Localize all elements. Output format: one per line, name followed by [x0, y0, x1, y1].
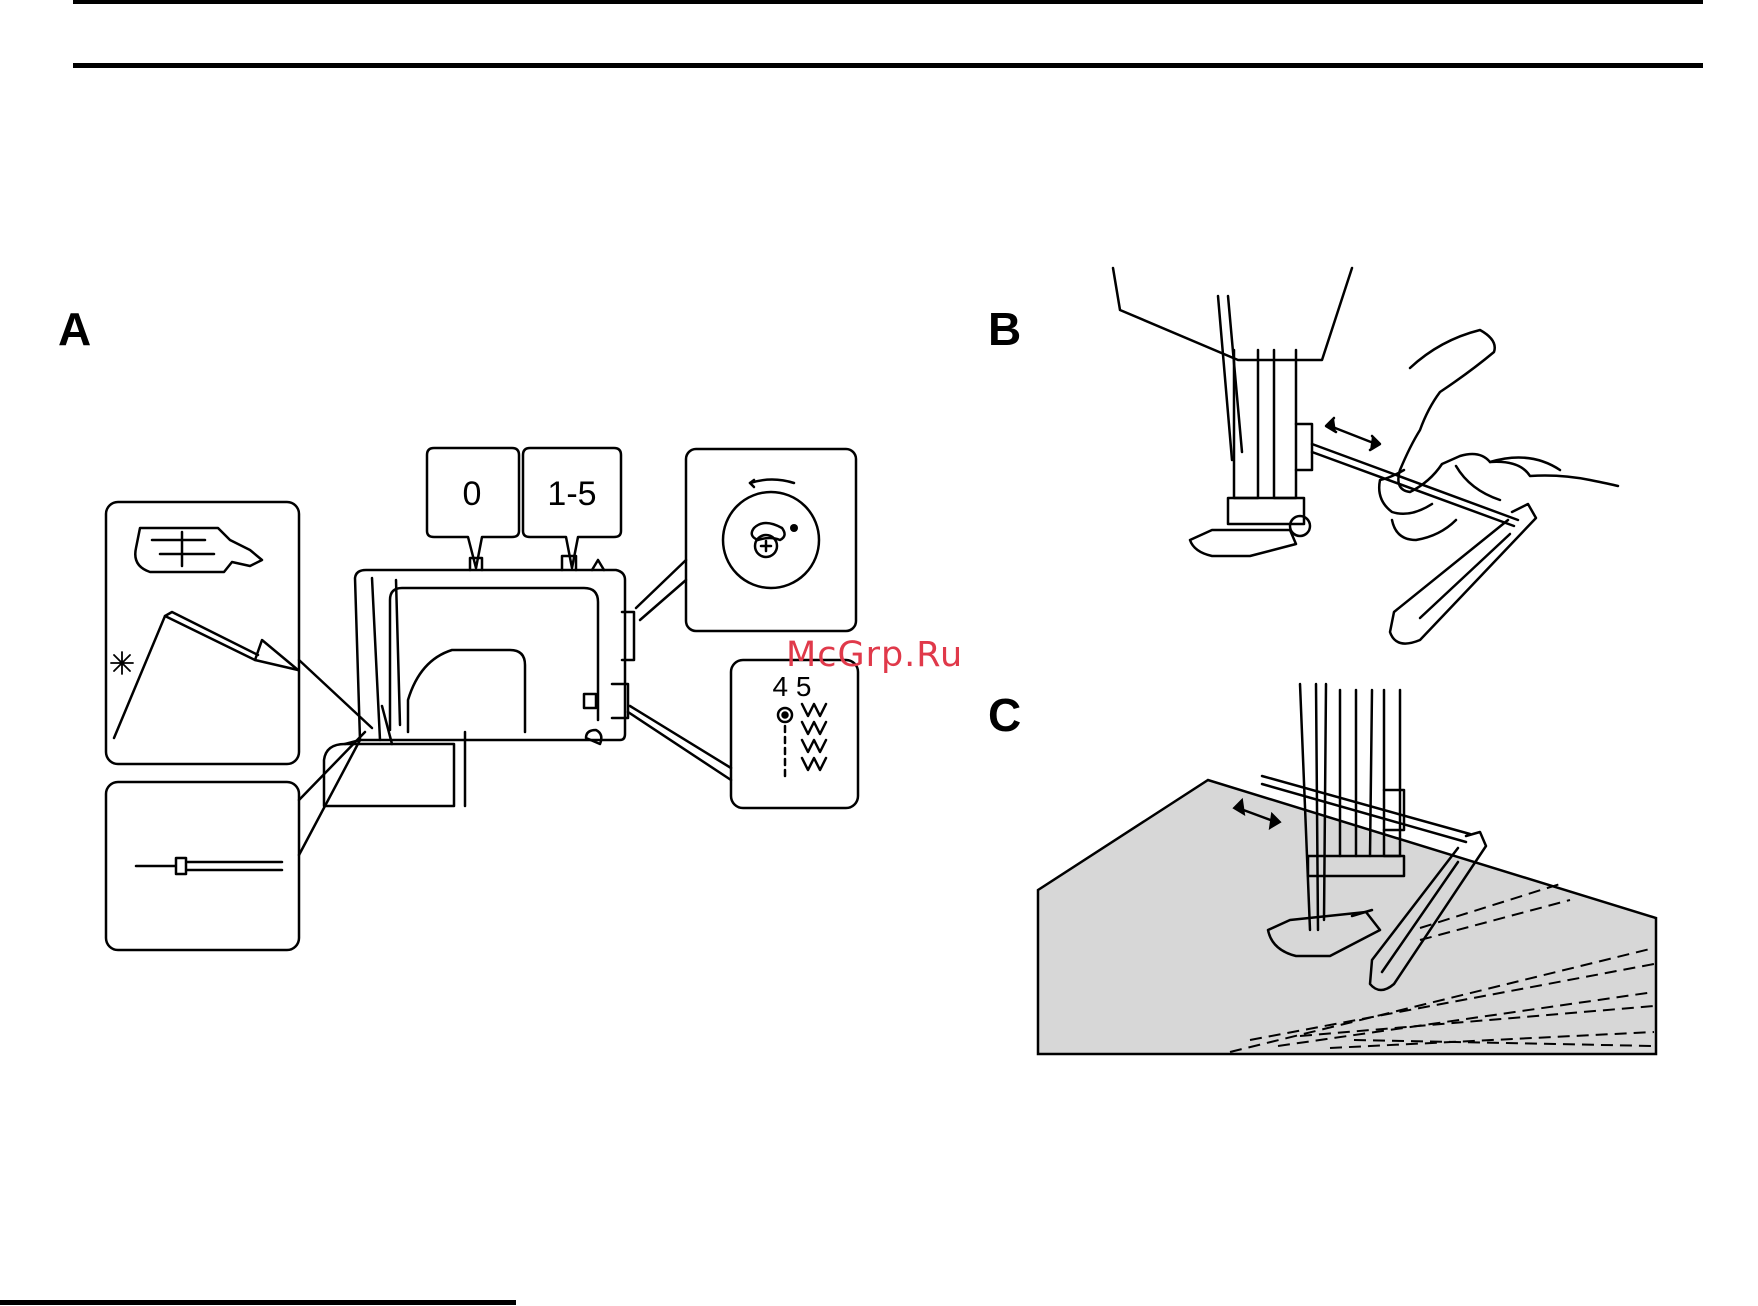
watermark: McGrp.Ru [786, 635, 963, 675]
fabric [1038, 780, 1656, 1054]
